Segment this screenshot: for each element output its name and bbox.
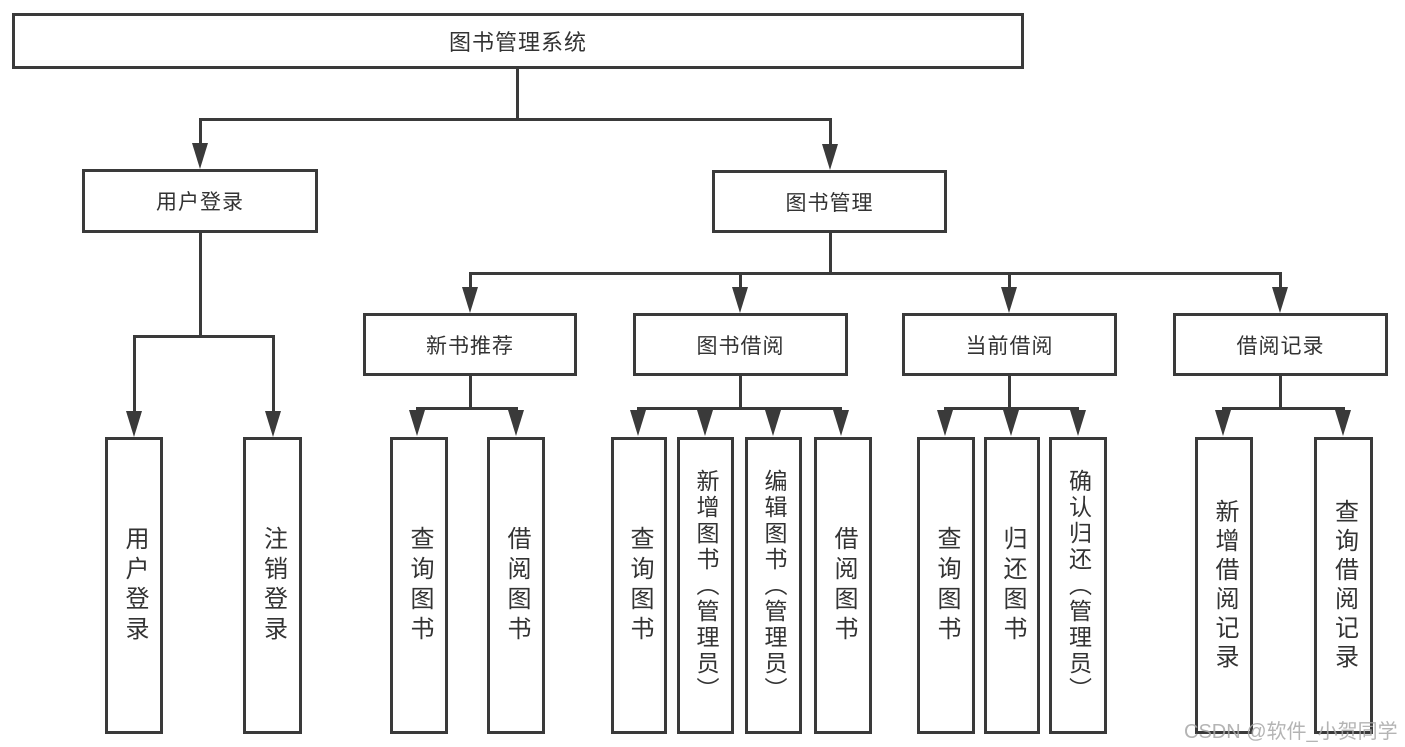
connector-mgmt-drop-1 bbox=[469, 272, 472, 288]
connector-user-drop-2 bbox=[272, 335, 275, 413]
arrow-down-icon bbox=[630, 410, 646, 436]
node-borrow-records-label: 借阅记录 bbox=[1236, 334, 1325, 358]
node-user-login: 用户登录 bbox=[82, 169, 318, 233]
arrow-down-icon bbox=[697, 410, 713, 436]
connector-borrow-stem bbox=[739, 376, 742, 410]
connector-user-crossbar bbox=[133, 335, 275, 338]
connector-root-crossbar bbox=[199, 118, 832, 121]
leaf-query-books-current-label: 查询图书 bbox=[933, 525, 960, 646]
leaf-edit-books-admin: 编辑图书（管理员） bbox=[745, 437, 802, 734]
connector-mgmt-drop-4 bbox=[1279, 272, 1282, 288]
connector-borrow-crossbar bbox=[637, 407, 842, 410]
arrow-down-icon bbox=[192, 143, 208, 169]
arrow-down-icon bbox=[1003, 410, 1019, 436]
node-book-borrow: 图书借阅 bbox=[633, 313, 848, 376]
leaf-query-books-borrow-label: 查询图书 bbox=[626, 525, 653, 646]
arrow-down-icon bbox=[765, 410, 781, 436]
leaf-return-books-label: 归还图书 bbox=[999, 525, 1026, 646]
node-current-borrow: 当前借阅 bbox=[902, 313, 1117, 376]
leaf-query-books-current: 查询图书 bbox=[917, 437, 975, 734]
connector-records-crossbar bbox=[1222, 407, 1345, 410]
connector-root-stem bbox=[516, 68, 519, 120]
leaf-edit-books-admin-label: 编辑图书（管理员） bbox=[761, 468, 787, 703]
connector-current-stem bbox=[1008, 376, 1011, 410]
node-book-mgmt-label: 图书管理 bbox=[785, 191, 874, 215]
node-new-book-rec: 新书推荐 bbox=[363, 313, 577, 376]
leaf-logout: 注销登录 bbox=[243, 437, 302, 734]
leaf-return-books: 归还图书 bbox=[984, 437, 1040, 734]
arrow-down-icon bbox=[822, 144, 838, 170]
leaf-query-borrow-record: 查询借阅记录 bbox=[1314, 437, 1373, 734]
leaf-borrow-books: 借阅图书 bbox=[814, 437, 872, 734]
connector-mgmt-stem bbox=[829, 233, 832, 274]
arrow-down-icon bbox=[462, 287, 478, 313]
arrow-down-icon bbox=[1001, 287, 1017, 313]
connector-rec-stem bbox=[469, 376, 472, 410]
node-user-login-label: 用户登录 bbox=[156, 191, 244, 214]
arrow-down-icon bbox=[508, 410, 524, 436]
node-book-borrow-label: 图书借阅 bbox=[696, 334, 785, 358]
leaf-confirm-return-admin-label: 确认归还（管理员） bbox=[1065, 468, 1092, 703]
connector-root-drop-left bbox=[199, 118, 202, 146]
connector-user-stem bbox=[199, 233, 202, 337]
connector-records-stem bbox=[1279, 376, 1282, 410]
leaf-add-books-admin: 新增图书（管理员） bbox=[677, 437, 734, 734]
leaf-user-login: 用户登录 bbox=[105, 437, 163, 734]
arrow-down-icon bbox=[833, 410, 849, 436]
leaf-add-books-admin-label: 新增图书（管理员） bbox=[693, 468, 719, 703]
arrow-down-icon bbox=[265, 411, 281, 437]
leaf-query-books-rec-label: 查询图书 bbox=[406, 525, 433, 646]
arrow-down-icon bbox=[732, 287, 748, 313]
leaf-user-login-label: 用户登录 bbox=[121, 525, 148, 646]
leaf-borrow-books-label: 借阅图书 bbox=[830, 525, 857, 646]
arrow-down-icon bbox=[1070, 410, 1086, 436]
arrow-down-icon bbox=[1335, 410, 1351, 436]
leaf-query-borrow-record-label: 查询借阅记录 bbox=[1330, 498, 1358, 673]
node-current-borrow-label: 当前借阅 bbox=[965, 334, 1054, 358]
node-root-label: 图书管理系统 bbox=[448, 30, 587, 55]
leaf-borrow-books-rec: 借阅图书 bbox=[487, 437, 545, 734]
connector-mgmt-crossbar bbox=[469, 272, 1282, 275]
connector-rec-crossbar bbox=[416, 407, 518, 410]
leaf-borrow-books-rec-label: 借阅图书 bbox=[503, 525, 530, 646]
csdn-watermark: CSDN @软件_小贺同学 bbox=[1184, 721, 1398, 743]
leaf-logout-label: 注销登录 bbox=[259, 525, 287, 646]
connector-user-drop-1 bbox=[133, 335, 136, 413]
node-new-book-rec-label: 新书推荐 bbox=[426, 334, 514, 358]
leaf-add-borrow-record: 新增借阅记录 bbox=[1195, 437, 1253, 734]
node-book-mgmt: 图书管理 bbox=[712, 170, 947, 233]
node-borrow-records: 借阅记录 bbox=[1173, 313, 1388, 376]
arrow-down-icon bbox=[1272, 287, 1288, 313]
connector-current-crossbar bbox=[944, 407, 1079, 410]
arrow-down-icon bbox=[1215, 410, 1231, 436]
connector-root-drop-right bbox=[829, 118, 832, 146]
leaf-add-borrow-record-label: 新增借阅记录 bbox=[1211, 498, 1238, 673]
connector-mgmt-drop-3 bbox=[1008, 272, 1011, 288]
arrow-down-icon bbox=[126, 411, 142, 437]
leaf-query-books-borrow: 查询图书 bbox=[611, 437, 667, 734]
leaf-confirm-return-admin: 确认归还（管理员） bbox=[1049, 437, 1107, 734]
connector-mgmt-drop-2 bbox=[739, 272, 742, 288]
node-root: 图书管理系统 bbox=[12, 13, 1024, 69]
leaf-query-books-rec: 查询图书 bbox=[390, 437, 448, 734]
arrow-down-icon bbox=[937, 410, 953, 436]
arrow-down-icon bbox=[409, 410, 425, 436]
